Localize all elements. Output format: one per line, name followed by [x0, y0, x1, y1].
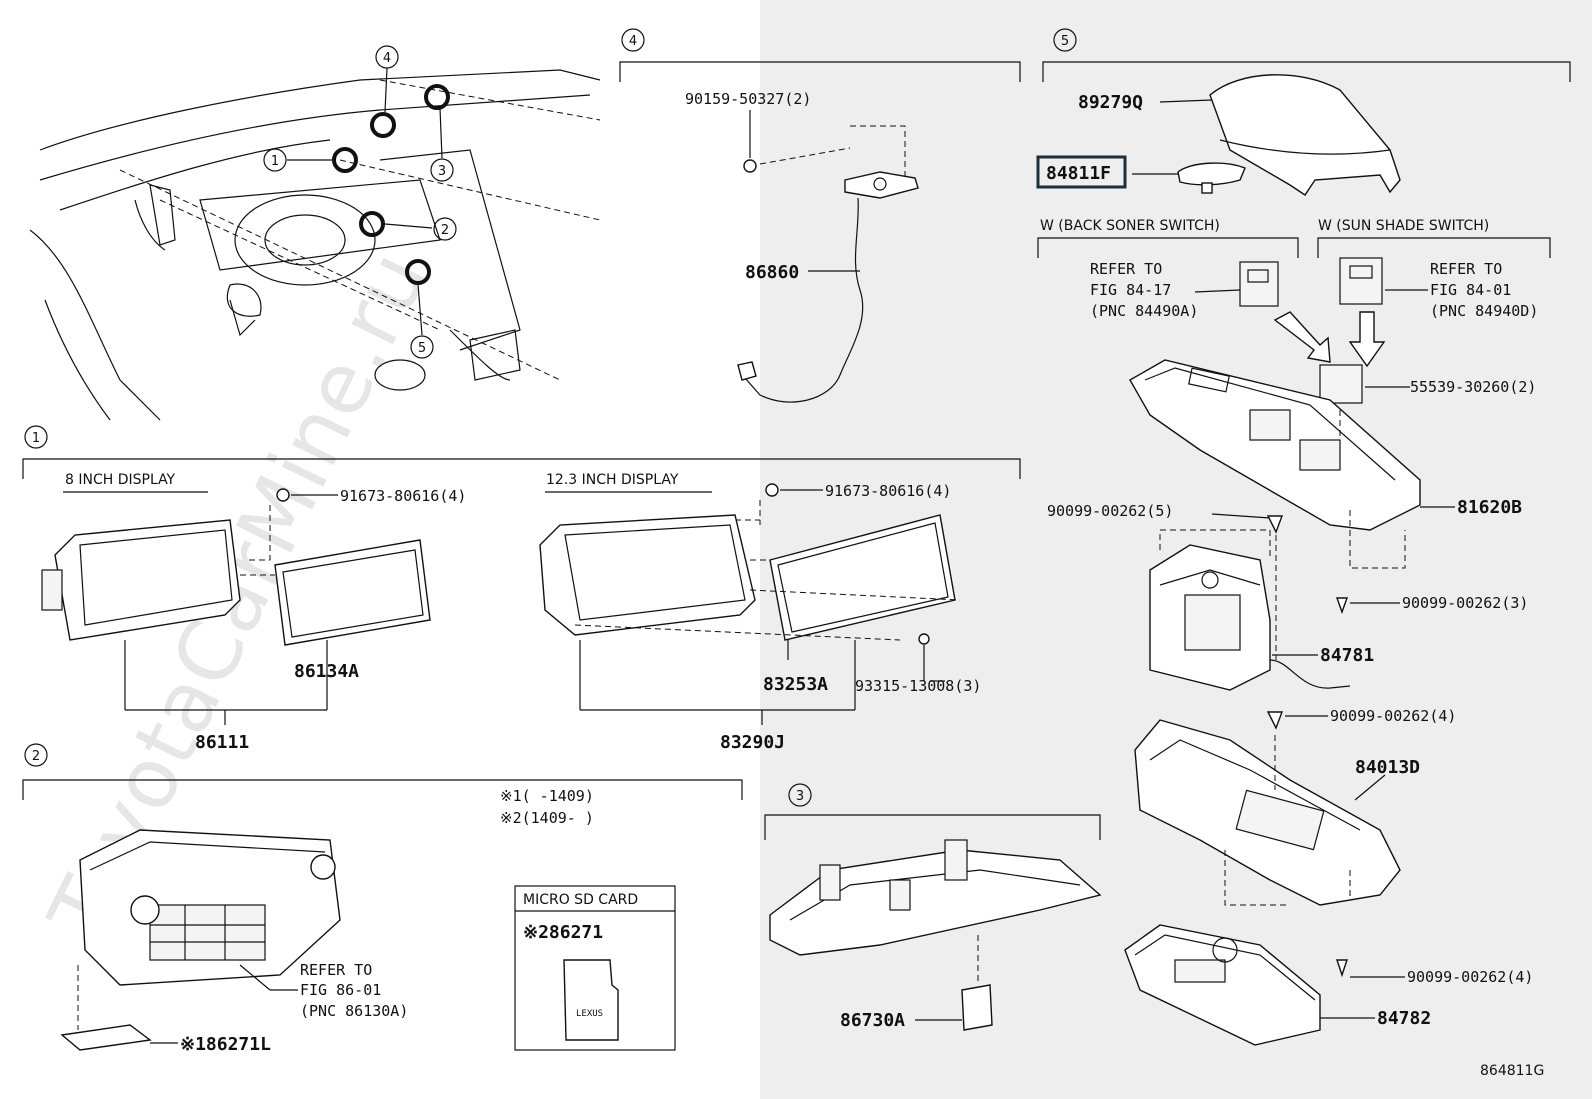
panel-label: 81620B: [1457, 497, 1522, 518]
callout-2: 2: [441, 223, 449, 238]
section4-screw-label: 90159-50327(2): [685, 90, 811, 108]
refer-back-3: (PNC 84490A): [1090, 302, 1198, 320]
display8-panel-label: 86134A: [294, 661, 359, 682]
display12-screw2-label: 93315-13008(3): [855, 677, 981, 695]
sd-title: MICRO SD CARD: [523, 892, 638, 908]
overview-callouts: 4 1 3 2 5: [263, 45, 457, 359]
screw-a-label: 90099-00262(5): [1047, 502, 1173, 520]
note1: ※1( -1409): [500, 787, 594, 805]
antenna-label: 86860: [745, 262, 799, 283]
refer-sun-2: FIG 84-01: [1430, 281, 1511, 299]
section-4-marker: 4: [629, 34, 637, 49]
refer-sun-1: REFER TO: [1430, 260, 1502, 278]
display12-panel-label: 83253A: [763, 674, 828, 695]
section-5: 5 89279Q 84811F W (BACK SONER SWITCH) W …: [1036, 28, 1571, 1046]
switch-screw-label: 55539-30260(2): [1410, 378, 1536, 396]
cover-label: 89279Q: [1078, 92, 1143, 113]
section-4: 4 90159-50327(2) 86860: [619, 28, 1021, 403]
refer-back-1: REFER TO: [1090, 260, 1162, 278]
sd-logo: LEXUS: [576, 1009, 603, 1019]
refer-sun-3: (PNC 84940D): [1430, 302, 1538, 320]
display8-screw-label: 91673-80616(4): [340, 487, 466, 505]
sd-card-icon: [563, 959, 619, 1041]
sd-part-label: ※286271: [523, 922, 603, 943]
display12-assy-label: 83290J: [720, 732, 785, 753]
refer2-3: (PNC 86130A): [300, 1002, 408, 1020]
display12-screw-label: 91673-80616(4): [825, 482, 951, 500]
section-3-marker: 3: [796, 789, 804, 804]
bracket2-label: ※186271L: [180, 1034, 271, 1055]
controller-label: 84781: [1320, 645, 1374, 666]
refer2-2: FIG 86-01: [300, 981, 381, 999]
w-sun-caption: W (SUN SHADE SWITCH): [1318, 218, 1489, 234]
callout-1: 1: [271, 154, 279, 169]
section-3: 3 86730A: [764, 783, 1102, 1031]
screw-b-label: 90099-00262(3): [1402, 594, 1528, 612]
callout-3: 3: [438, 164, 446, 179]
highlight-label: 84811F: [1046, 163, 1111, 184]
dashboard-overview: [29, 67, 601, 421]
screw-c-label: 90099-00262(4): [1330, 707, 1456, 725]
section-2-marker: 2: [32, 749, 40, 764]
footer-code: 864811G: [1480, 1063, 1544, 1079]
display8-assy-label: 86111: [195, 732, 249, 753]
section3-part-label: 86730A: [840, 1010, 905, 1031]
base-label: 84782: [1377, 1008, 1431, 1029]
refer-back-2: FIG 84-17: [1090, 281, 1171, 299]
display12-caption: 12.3 INCH DISPLAY: [546, 472, 679, 488]
sd-card-box: [514, 885, 676, 1051]
section-5-marker: 5: [1061, 34, 1069, 49]
callout-5: 5: [418, 341, 426, 356]
highlight-box: [1036, 155, 1127, 189]
display8-caption: 8 INCH DISPLAY: [65, 472, 176, 488]
refer2-1: REFER TO: [300, 961, 372, 979]
section-1: 1 8 INCH DISPLAY 91673-80616(4) 86134A 8…: [22, 425, 1021, 753]
note2: ※2(1409- ): [500, 809, 594, 827]
section-1-marker: 1: [32, 431, 40, 446]
w-back-caption: W (BACK SONER SWITCH): [1040, 218, 1220, 234]
callout-4: 4: [383, 51, 391, 66]
bracket-label: 84013D: [1355, 757, 1420, 778]
section-2: 2 ※1( -1409) ※2(1409- ) ※186271L REFER T…: [22, 743, 743, 1055]
screw-d-label: 90099-00262(4): [1407, 968, 1533, 986]
